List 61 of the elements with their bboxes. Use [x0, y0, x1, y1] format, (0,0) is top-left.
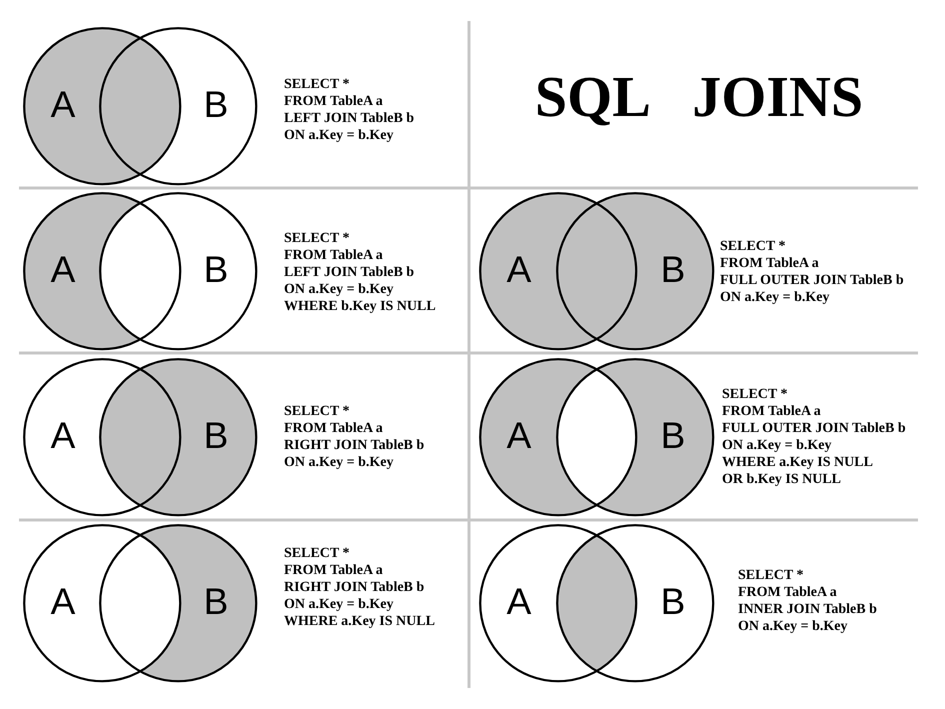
set-letter: B	[204, 584, 228, 619]
venn-set	[22, 26, 182, 186]
sql-code-line: FROM TableA a	[284, 562, 383, 578]
set-letter: B	[660, 252, 686, 287]
sql-code-line: SELECT *	[284, 544, 350, 562]
sql-code-line: SELECT *	[284, 402, 350, 420]
sql-code-line: FROM TableA a	[738, 584, 837, 600]
set-letter: A	[50, 418, 76, 453]
venn-set	[22, 356, 182, 518]
sql-code-line: RIGHT JOIN TableB b	[284, 436, 424, 454]
sql-code-line: ON a.Key = b.Key	[284, 126, 394, 144]
venn-set	[22, 522, 182, 684]
sql-code-line: ON a.Key = b.Key	[284, 280, 394, 298]
sql-code-line: FROM TableA a	[284, 420, 383, 436]
set-letter: B	[660, 584, 686, 619]
sql-code-line: FULL OUTER JOIN TableB b	[722, 420, 906, 436]
sql-code-line: FROM TableA a	[284, 92, 383, 110]
sql-code-line: ON a.Key = b.Key	[720, 288, 830, 306]
sql-code-line: ON a.Key = b.Key	[738, 618, 848, 634]
venn-set	[478, 522, 638, 684]
sql-code-line: OR b.Key IS NULL	[722, 470, 842, 488]
sql-code-line: FROM TableA a	[722, 402, 821, 420]
sql-code-line: FROM TableA a	[720, 254, 819, 272]
set-letter: A	[50, 88, 76, 122]
venn-set	[98, 26, 258, 186]
set-letter: A	[506, 584, 532, 619]
venn-set	[22, 190, 182, 352]
sql-code-line: SELECT *	[738, 566, 804, 584]
title: SQL JOINS	[534, 69, 864, 125]
set-letter: B	[660, 418, 686, 453]
sql-code-line: RIGHT JOIN TableB b	[284, 578, 424, 596]
sql-code-line: INNER JOIN TableB b	[738, 600, 877, 618]
venn-set	[478, 190, 638, 352]
set-letter: B	[204, 418, 228, 453]
sql-code-line: WHERE b.Key IS NULL	[284, 298, 436, 314]
sql-code-line: ON a.Key = b.Key	[284, 454, 394, 470]
venn-set	[98, 356, 258, 518]
venn-set	[98, 190, 258, 352]
sql-code-line: WHERE a.Key IS NULL	[722, 454, 873, 470]
venn-set	[554, 190, 716, 352]
sql-code-line: SELECT *	[720, 238, 786, 254]
sql-code-line: LEFT JOIN TableB b	[284, 110, 414, 126]
sql-code-line: WHERE a.Key IS NULL	[284, 612, 435, 630]
set-letter: A	[50, 252, 76, 287]
sql-code-line: SELECT *	[284, 230, 350, 246]
sql-code-line: ON a.Key = b.Key	[722, 436, 832, 454]
sql-code-line: SELECT *	[722, 386, 788, 402]
venn-set	[554, 356, 716, 518]
venn-set	[98, 522, 258, 684]
venn-set	[554, 522, 716, 684]
set-letter: B	[204, 252, 228, 287]
sql-code-line: SELECT *	[284, 76, 350, 92]
set-letter: B	[204, 88, 228, 122]
set-letter: A	[506, 418, 532, 453]
sql-code-line: ON a.Key = b.Key	[284, 596, 394, 612]
set-letter: A	[506, 252, 532, 287]
sql-code-line: FULL OUTER JOIN TableB b	[720, 272, 904, 288]
venn-set	[478, 356, 638, 518]
sql-code-line: LEFT JOIN TableB b	[284, 264, 414, 280]
sql-code-line: FROM TableA a	[284, 246, 383, 264]
set-letter: A	[50, 584, 76, 619]
